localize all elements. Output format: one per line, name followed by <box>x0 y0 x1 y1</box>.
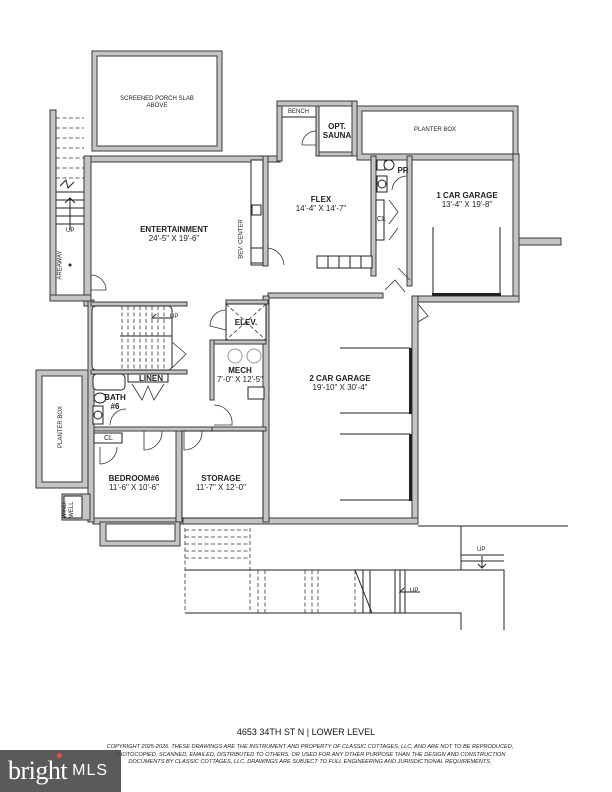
flex-cabinets <box>316 255 373 269</box>
garage2-name: 2 CAR GARAGE <box>309 374 371 383</box>
garage1-dimensions: 13'-4" X 19'-8" <box>441 200 493 210</box>
porch-label-line1: SCREENED PORCH SLAB <box>120 96 194 102</box>
bath-number: #6 <box>110 402 120 412</box>
label-window-well: WIND. WELL <box>62 501 75 519</box>
bedroom-dimensions: 11'-6" X 10'-6" <box>109 483 159 493</box>
watermark-brand: bright <box>8 756 68 785</box>
garage-entry-doors <box>384 267 429 323</box>
planter-box-left <box>35 369 89 489</box>
label-planter-box-left: PLANTER BOX <box>58 405 65 449</box>
bev-center-counter <box>250 159 264 266</box>
bath6-fixtures <box>92 373 127 444</box>
storage-dimensions: 11'-7" X 12'-0" <box>196 483 246 493</box>
copyright-notice: COPYRIGHT 2025-2026. THESE DRAWINGS ARE … <box>106 744 514 766</box>
linen-name: LINEN <box>139 374 163 383</box>
flex-name: FLEX <box>310 195 332 204</box>
label-2-car-garage: 2 CAR GARAGE 19'-10" X 30'-4" <box>309 374 370 392</box>
elevator <box>209 303 267 341</box>
bedroom-name: BEDROOM#6 <box>108 474 160 483</box>
exterior-walls <box>83 100 562 547</box>
flex-door <box>267 247 285 266</box>
storage-room <box>181 430 264 519</box>
sauna <box>282 105 353 157</box>
elev-name: ELEV. <box>234 318 258 327</box>
window-well <box>61 493 91 521</box>
entertainment-dimensions: 24'-5" X 19'-6" <box>148 234 200 244</box>
bath-name: BATH <box>104 393 126 402</box>
label-areaway: AREAWAY <box>57 250 64 280</box>
watermark-suffix: MLS <box>72 762 109 779</box>
exterior-stair <box>184 525 568 630</box>
garage1-door <box>432 227 501 296</box>
mech-name: MECH <box>228 366 252 375</box>
label-screened-porch: SCREENED PORCH SLAB ABOVE <box>120 96 194 110</box>
areaway-stair <box>49 109 107 302</box>
label-up-exterior-bottom: UP <box>410 588 419 594</box>
label-up-areaway: UP <box>66 228 75 234</box>
label-opt-sauna: OPT. SAUNA <box>323 122 351 140</box>
label-bench: BENCH <box>288 109 310 115</box>
label-cl-bedroom: CL <box>104 435 113 442</box>
storage-name: STORAGE <box>201 474 241 483</box>
mech-dimensions: 7'-0" X 12'-5" <box>216 375 264 385</box>
label-bath6: BATH #6 <box>104 393 126 411</box>
mech-equipment <box>213 348 265 426</box>
screened-porch-slab <box>91 50 223 152</box>
linen-closet <box>127 373 169 401</box>
window-well-line2: WELL <box>68 501 75 518</box>
powder-room-fixtures <box>375 159 408 241</box>
window-well-line1: WIND. <box>62 500 69 519</box>
interior-doors <box>99 430 203 465</box>
label-elev: ELEV. <box>235 318 257 327</box>
watermark-dot-icon <box>57 753 62 758</box>
bright-mls-watermark: bright MLS <box>0 750 121 792</box>
label-pr: PR <box>397 166 408 175</box>
garage2-dimensions: 19'-10" X 30'-4" <box>312 383 368 393</box>
label-flex: FLEX 14'-4" X 14'-7" <box>296 195 347 213</box>
label-storage: STORAGE 11'-7" X 12'-0" <box>196 474 246 492</box>
label-up-exterior-top: UP <box>477 547 486 553</box>
label-cl-pr: CL <box>377 216 386 223</box>
label-linen: LINEN <box>139 374 163 383</box>
plan-title: 4653 34TH ST N | LOWER LEVEL <box>236 727 376 737</box>
label-planter-box-top: PLANTER BOX <box>414 127 457 133</box>
pr-name: PR <box>397 166 409 175</box>
label-up-main-stair: UP <box>170 314 179 320</box>
label-1-car-garage: 1 CAR GARAGE 13'-4" X 19'-8" <box>436 191 497 209</box>
garage2-doors <box>340 347 412 501</box>
entertainment-name: ENTERTAINMENT <box>140 225 208 234</box>
sauna-label-line1: OPT. <box>328 122 346 131</box>
label-bedroom6: BEDROOM#6 11'-6" X 10'-6" <box>109 474 160 492</box>
porch-label-line2: ABOVE <box>146 102 168 109</box>
main-stair <box>91 305 187 371</box>
label-mech: MECH 7'-0" X 12'-5" <box>217 366 263 384</box>
label-entertainment: ENTERTAINMENT 24'-5" X 19'-6" <box>140 225 208 243</box>
sauna-label-line2: SAUNA <box>322 131 352 141</box>
flex-dimensions: 14'-4" X 14'-7" <box>295 204 347 214</box>
label-bev-center: BEV. CENTER <box>238 219 245 259</box>
garage1-name: 1 CAR GARAGE <box>436 191 498 200</box>
